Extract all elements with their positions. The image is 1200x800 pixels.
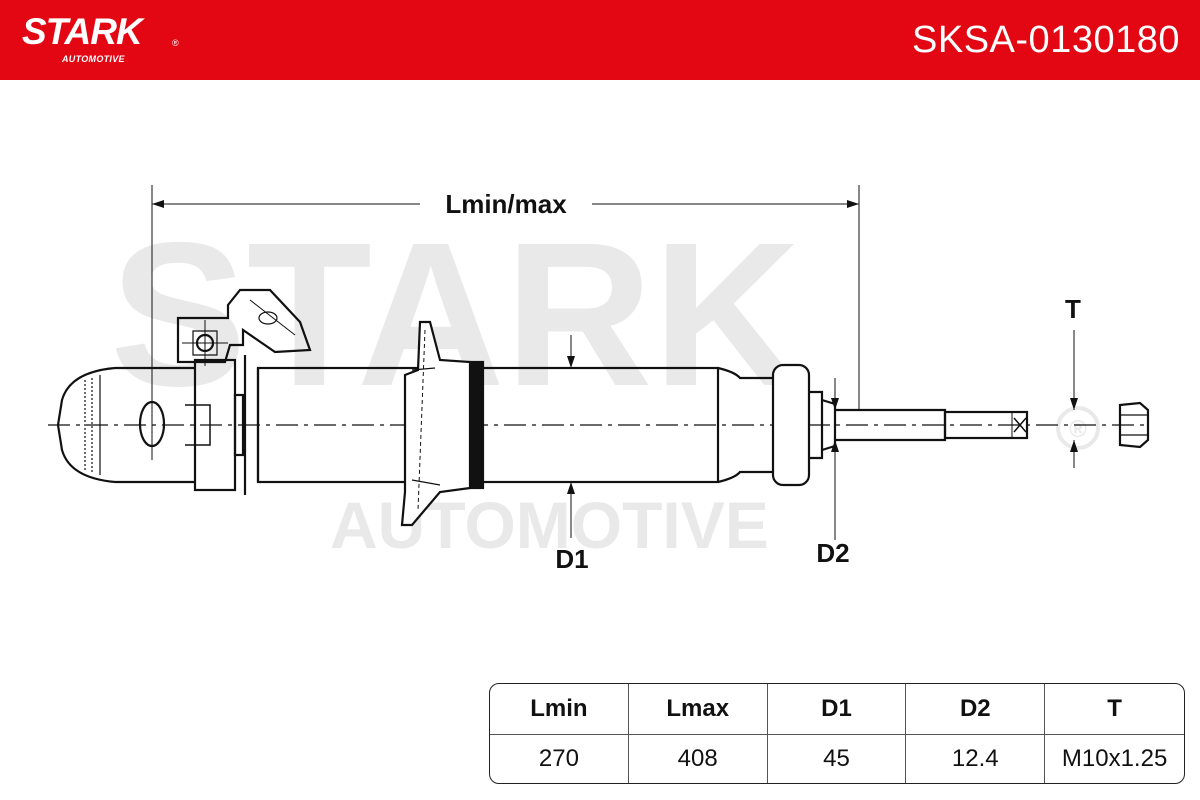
outer-tube bbox=[256, 360, 775, 490]
shock-absorber-drawing: STARK AUTOMOTIVE ® bbox=[48, 185, 1150, 574]
specs-header-row: Lmin Lmax D1 D2 T bbox=[490, 684, 1184, 735]
length-label: Lmin/max bbox=[445, 189, 567, 219]
specs-value-d1: 45 bbox=[768, 735, 907, 783]
d2-label: D2 bbox=[816, 538, 849, 568]
specs-value-row: 270 408 45 12.4 M10x1.25 bbox=[490, 735, 1184, 783]
top-nut bbox=[1118, 401, 1150, 449]
watermark-registered-icon bbox=[1056, 406, 1100, 450]
top-cap bbox=[771, 363, 837, 487]
header-bar: STARK ® AUTOMOTIVE SKSA-0130180 bbox=[0, 0, 1200, 80]
watermark-sub: AUTOMOTIVE bbox=[330, 488, 769, 562]
specs-header-lmax: Lmax bbox=[628, 684, 768, 735]
mount-plate bbox=[185, 355, 260, 495]
specs-value-t: M10x1.25 bbox=[1061, 745, 1168, 772]
specs-value-d2: 12.4 bbox=[906, 735, 1046, 783]
thread-dimension bbox=[1070, 330, 1078, 468]
specs-header-d2: D2 bbox=[906, 684, 1046, 735]
spring-seat bbox=[400, 320, 472, 527]
thread-label: T bbox=[1065, 294, 1081, 324]
specs-header-d1: D1 bbox=[767, 684, 907, 735]
specs-value-lmax: 408 bbox=[629, 735, 768, 783]
specs-value-lmin: 270 bbox=[490, 735, 629, 783]
d1-dimension bbox=[567, 335, 575, 538]
part-number: SKSA-0130180 bbox=[912, 19, 1180, 61]
logo-subtitle: AUTOMOTIVE bbox=[62, 54, 125, 64]
specs-table: Lmin Lmax D1 D2 T 270 408 45 12.4 M10x1.… bbox=[489, 683, 1185, 784]
d1-label: D1 bbox=[555, 544, 588, 574]
lower-mount bbox=[56, 366, 195, 484]
specs-header-t: T bbox=[1045, 684, 1184, 735]
specs-header-lmin: Lmin bbox=[490, 684, 629, 735]
d2-dimension bbox=[831, 378, 839, 540]
piston-rod bbox=[835, 408, 1029, 442]
watermark-registered-r: ® bbox=[1069, 416, 1087, 443]
logo-registered-mark: ® bbox=[172, 38, 179, 48]
logo-brand: STARK bbox=[22, 11, 143, 52]
stark-logo: STARK ® AUTOMOTIVE bbox=[22, 10, 192, 70]
